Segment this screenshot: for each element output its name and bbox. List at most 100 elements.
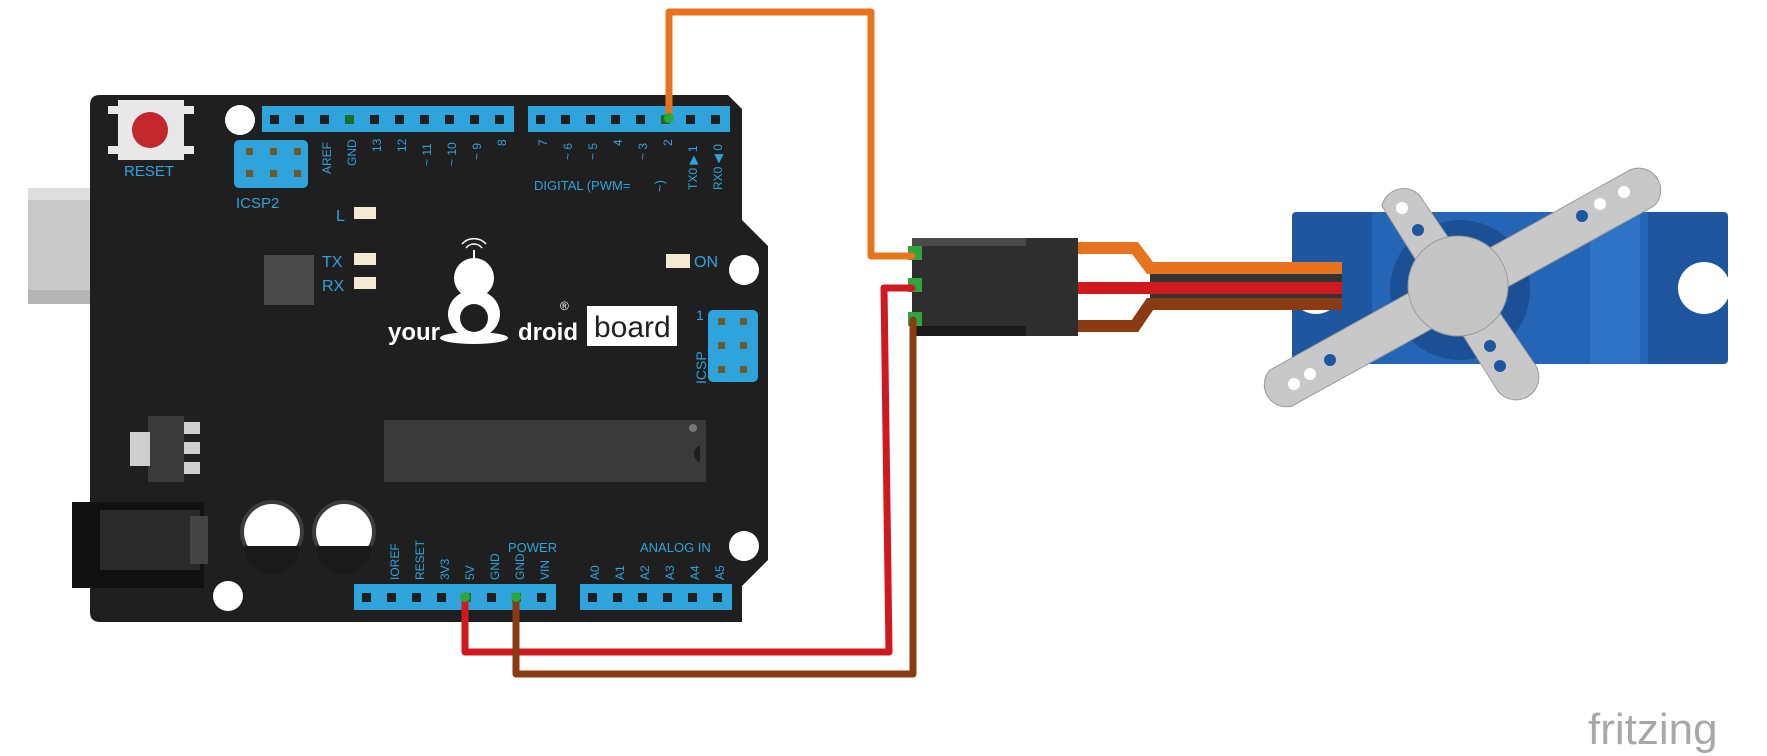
pin-hole bbox=[711, 115, 720, 124]
wire-signal bbox=[665, 8, 916, 260]
pin-label-3: ~ 3 bbox=[636, 143, 650, 160]
mounting-hole bbox=[225, 105, 255, 135]
reset-label: RESET bbox=[124, 163, 174, 180]
pin-label-ioref: IOREF bbox=[388, 543, 402, 580]
pin-label-aref: AREF bbox=[320, 142, 334, 174]
servo-mount-hole bbox=[1678, 262, 1730, 314]
pin-hole bbox=[495, 115, 504, 124]
top-right-pin-labels: 7 ~ 6 ~ 5 4 ~ 3 2 TX0 ▶ 1 RX0 ◀ 0 bbox=[536, 139, 725, 190]
pin-label-6: ~ 6 bbox=[561, 143, 575, 160]
led-rx bbox=[354, 277, 376, 289]
pin-hole bbox=[487, 593, 496, 602]
led-l bbox=[354, 207, 376, 219]
servo-motor bbox=[1078, 167, 1730, 408]
wire-power bbox=[461, 284, 916, 656]
pin-label-0: RX0 ◀ 0 bbox=[711, 144, 725, 190]
pin-label-a5: A5 bbox=[713, 565, 727, 580]
pin-label-5v: 5V bbox=[463, 565, 477, 580]
pin-label-1: TX0 ▶ 1 bbox=[686, 145, 700, 190]
pin-hole bbox=[713, 593, 722, 602]
pin-label-12: 12 bbox=[395, 138, 409, 152]
logo-reg: ® bbox=[560, 299, 569, 313]
power-jack bbox=[72, 502, 208, 588]
pin-hole bbox=[586, 115, 595, 124]
icsp2-label: ICSP2 bbox=[236, 195, 279, 212]
pin-hole bbox=[295, 115, 304, 124]
digital-tilde-label: ~) bbox=[652, 180, 667, 192]
pin-hole bbox=[270, 115, 279, 124]
top-left-pin-labels: AREF GND 13 12 ~ 11 ~ 10 ~ 9 8 bbox=[320, 138, 509, 174]
analog-pin-holes bbox=[588, 593, 722, 602]
pin-label-11: ~ 11 bbox=[420, 143, 434, 166]
droid-mascot-icon bbox=[440, 237, 508, 344]
led-tx-label: TX bbox=[322, 254, 343, 271]
pin-label-vin: VIN bbox=[538, 560, 552, 580]
capacitor bbox=[312, 500, 376, 574]
pin-hole bbox=[688, 593, 697, 602]
pin-hole bbox=[412, 593, 421, 602]
top-left-pin-holes bbox=[270, 115, 504, 124]
pin-label-4: 4 bbox=[611, 139, 625, 146]
logo-your: your bbox=[388, 319, 440, 346]
microcontroller-chip bbox=[384, 420, 706, 482]
pin-hole bbox=[636, 115, 645, 124]
power-label: POWER bbox=[508, 540, 557, 555]
led-on bbox=[666, 254, 690, 268]
reset-button[interactable] bbox=[108, 100, 194, 160]
capacitor bbox=[240, 500, 304, 574]
pin-hole bbox=[387, 593, 396, 602]
pin-hole bbox=[611, 115, 620, 124]
analog-header bbox=[580, 584, 732, 610]
power-header bbox=[354, 584, 556, 610]
led-l-label: L bbox=[336, 208, 345, 225]
wire-ground bbox=[512, 316, 917, 678]
pin-label-13: 13 bbox=[370, 138, 384, 152]
pin-hole bbox=[362, 593, 371, 602]
mounting-hole bbox=[729, 531, 759, 561]
digital-header-right bbox=[528, 106, 730, 132]
pin-hole bbox=[445, 115, 454, 124]
fritzing-watermark: fritzing bbox=[1588, 705, 1718, 754]
pin-hole bbox=[561, 115, 570, 124]
pin-label-3v3: 3V3 bbox=[438, 558, 452, 580]
wires bbox=[460, 8, 917, 678]
pin-label-9: ~ 9 bbox=[470, 143, 484, 160]
pin-hole bbox=[686, 115, 695, 124]
chip-small bbox=[264, 255, 314, 305]
pin-label-gnd: GND bbox=[345, 139, 359, 166]
pin-hole bbox=[537, 593, 546, 602]
analog-pin-labels: A0 A1 A2 A3 A4 A5 bbox=[588, 565, 727, 580]
pin-label-gnd2: GND bbox=[513, 553, 527, 580]
icsp-header bbox=[708, 310, 758, 382]
pin-hole bbox=[370, 115, 379, 124]
pin-hole bbox=[320, 115, 329, 124]
pin-hole bbox=[588, 593, 597, 602]
logo-droid: droid bbox=[518, 319, 578, 346]
pin-hole bbox=[536, 115, 545, 124]
led-on-label: ON bbox=[694, 254, 718, 271]
icsp-pin1-label: 1 bbox=[696, 307, 704, 323]
pin-label-a3: A3 bbox=[663, 565, 677, 580]
mounting-hole bbox=[213, 581, 243, 611]
pin-label-8: 8 bbox=[495, 139, 509, 146]
digital-label: DIGITAL (PWM= bbox=[534, 178, 630, 193]
icsp-label: ICSP bbox=[693, 351, 709, 384]
pin-label-10: ~ 10 bbox=[445, 142, 459, 166]
power-pin-labels: IOREF RESET 3V3 5V GND GND VIN bbox=[388, 539, 552, 580]
logo-board-box bbox=[587, 306, 677, 346]
pin-label-gnd1: GND bbox=[488, 553, 502, 580]
analog-label: ANALOG IN bbox=[640, 540, 711, 555]
pin-hole bbox=[638, 593, 647, 602]
pin-label-a2: A2 bbox=[638, 565, 652, 580]
pin-hole bbox=[437, 593, 446, 602]
voltage-regulator bbox=[130, 416, 200, 482]
pin-hole bbox=[395, 115, 404, 124]
pin-label-2: 2 bbox=[661, 139, 675, 146]
pin-label-a0: A0 bbox=[588, 565, 602, 580]
pin-label-5: ~ 5 bbox=[586, 143, 600, 160]
pin-label-a1: A1 bbox=[613, 565, 627, 580]
servo-connector bbox=[908, 238, 1078, 336]
yourdroid-logo: your droid ® board bbox=[388, 237, 677, 346]
servo-horn bbox=[1263, 167, 1662, 408]
